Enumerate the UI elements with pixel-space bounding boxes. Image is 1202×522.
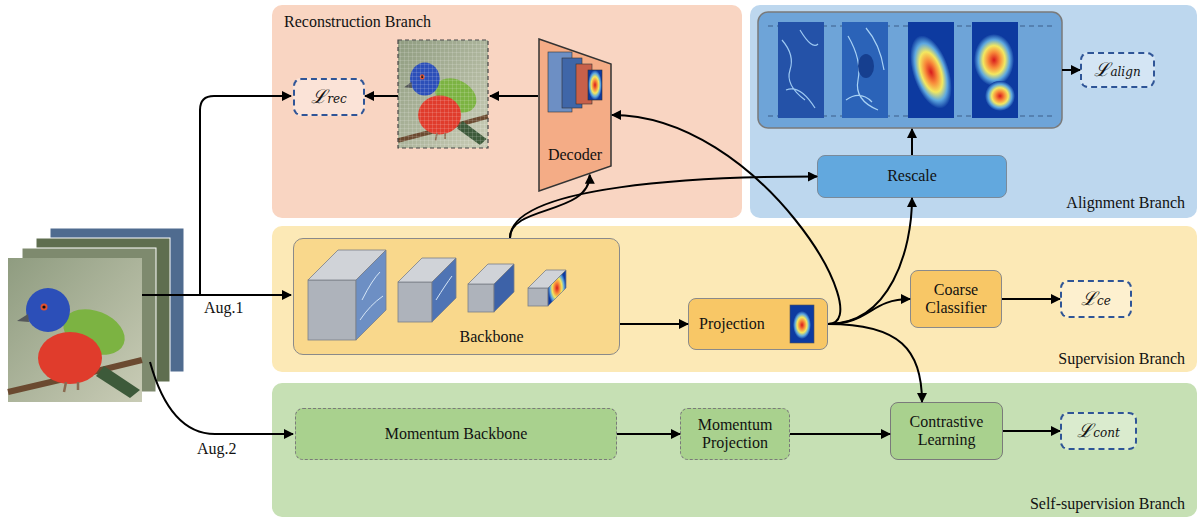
connector-segment — [1002, 298, 1060, 300]
module-label: Rescale — [887, 167, 937, 185]
module-label: Decoder — [548, 146, 602, 164]
arrow-connector — [912, 70, 1080, 155]
connector-segment — [1062, 69, 1080, 71]
backbone-blocks — [308, 250, 566, 340]
module-box: Contrastive Learning — [890, 402, 1003, 460]
loss-box: ℒalign — [1080, 52, 1155, 88]
loss-box: ℒce — [1060, 280, 1132, 318]
connector-segment — [790, 433, 890, 435]
module-label: Coarse Classifier — [915, 281, 997, 318]
connector-segment — [490, 95, 538, 97]
module-box: Momentum Projection — [680, 408, 790, 460]
augmentation-arrows — [142, 96, 293, 434]
module-box: Momentum Backbone — [295, 408, 617, 460]
connector-segment — [828, 299, 910, 324]
arrow-connector — [790, 434, 890, 435]
module-label: Backbone — [460, 328, 524, 346]
connector-segment — [510, 177, 817, 239]
branch-title: Self-supervision Branch — [1030, 495, 1185, 513]
arrow-connector — [620, 324, 688, 325]
arrow-connector — [1002, 299, 1060, 300]
connector-segment — [612, 115, 840, 324]
connector-segment — [1003, 430, 1060, 432]
arrow-connector — [1003, 431, 1060, 432]
input-image-stack — [8, 228, 184, 402]
module-label: Projection — [699, 315, 765, 333]
heatmap-panel — [758, 12, 1062, 128]
arrow-connector — [365, 96, 538, 97]
module-label: Momentum Projection — [685, 416, 785, 453]
module-box: Rescale — [817, 155, 1007, 198]
module-label: Contrastive Learning — [895, 413, 998, 450]
loss-box: ℒcont — [1060, 412, 1137, 450]
branch-title: Reconstruction Branch — [284, 13, 431, 31]
loss-label: ℒcont — [1077, 420, 1120, 442]
arrow-connector — [828, 198, 912, 324]
loss-label: ℒalign — [1094, 59, 1140, 81]
connector-segment — [617, 433, 680, 435]
branch-title: Alignment Branch — [1066, 194, 1185, 212]
connector-segment — [620, 323, 688, 325]
branch-title: Supervision Branch — [1058, 350, 1185, 368]
arrow-connector — [510, 177, 817, 239]
connector-segment — [828, 198, 912, 324]
decoder-feature-maps — [548, 52, 602, 112]
arrow-connector — [617, 434, 680, 435]
loss-box: ℒrec — [293, 78, 365, 116]
loss-label: ℒrec — [311, 86, 347, 108]
connector-segment — [911, 129, 913, 155]
connector-segment — [828, 324, 922, 402]
branch-panel: Reconstruction BranchℒrecDecoder — [272, 5, 742, 218]
projection-heatmap — [790, 305, 814, 343]
loss-label: ℒce — [1081, 288, 1111, 310]
connector-segment — [510, 175, 590, 238]
augmentation-label: Aug.2 — [197, 440, 237, 458]
branch-panel: Self-supervision Branch Momentum Backbone… — [272, 383, 1197, 517]
arrow-connector — [510, 175, 590, 238]
augmentation-label: Aug.1 — [204, 299, 244, 317]
arrow-connector — [828, 324, 922, 402]
module-box: Coarse Classifier — [910, 270, 1002, 328]
reconstructed-image — [398, 40, 488, 148]
connector-segment — [365, 95, 398, 97]
module-label: Momentum Backbone — [385, 425, 528, 443]
arrow-connector — [828, 299, 910, 324]
arrow-connector — [612, 115, 840, 324]
